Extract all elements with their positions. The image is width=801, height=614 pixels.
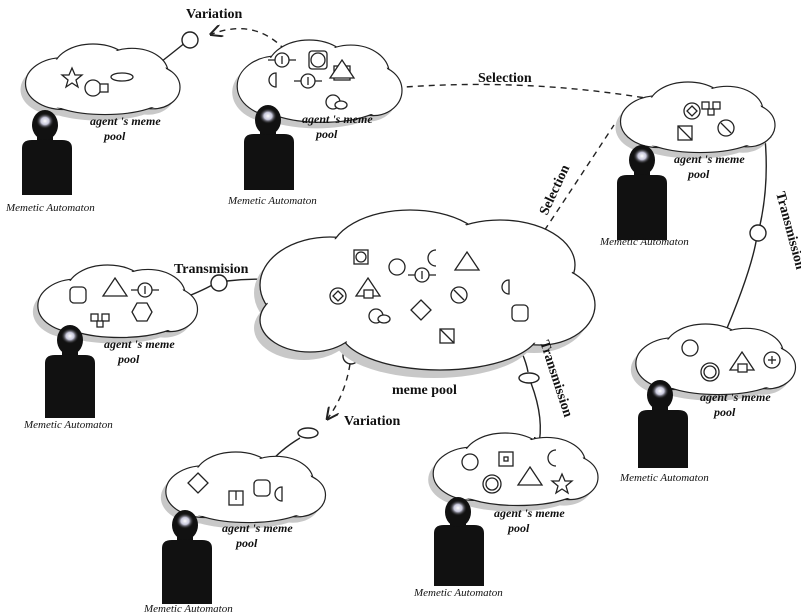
meme-square-slash-icon [677, 125, 693, 141]
meme-shapes [60, 50, 781, 506]
meme-small-squares-icon [701, 101, 721, 116]
transmission-left-node [210, 274, 228, 292]
memetic-automaton-label: Memetic Automaton [23, 419, 113, 431]
meme-triangle-square-icon [354, 276, 382, 299]
meme-double-circle-icon [482, 474, 502, 494]
meme-triangle-icon [453, 250, 481, 271]
memetic-automaton-right-top-icon [617, 145, 667, 240]
meme-triangle-icon [101, 276, 129, 297]
memetic-automaton-bottom-left-icon [162, 510, 212, 604]
meme-circle-icon [461, 453, 479, 471]
label-selection-top: Selection [478, 71, 532, 86]
memetic-automaton-label: Memetic Automaton [413, 587, 503, 599]
transmission-right-solid [721, 235, 758, 341]
meme-rounded-square-icon [511, 304, 529, 322]
agent-cloud-top-left [20, 43, 181, 121]
variation-top-dashed [212, 29, 286, 51]
meme-small-squares-icon [90, 313, 110, 328]
meme-square-circle-icon [353, 249, 369, 265]
meme-circle-plus-icon [763, 351, 781, 369]
memetic-automatons [22, 105, 688, 604]
meme-diamond-icon [410, 299, 432, 321]
memetic-automaton-label: Memetic Automaton [599, 236, 689, 248]
meme-square-dot-icon [498, 451, 514, 467]
memetic-automaton-label: Memetic Automaton [5, 202, 95, 214]
agent-clouds [20, 39, 797, 529]
label-variation-bottom: Variation [344, 414, 400, 429]
meme-double-circle-icon [700, 362, 720, 382]
meme-circle-diamond-icon [683, 102, 701, 120]
meme-circle-icon [84, 79, 102, 97]
memetic-automaton-top-center-icon [244, 105, 294, 190]
meme-circle-bar-icon [294, 73, 322, 89]
meme-star-icon [60, 66, 84, 89]
transmission-bottom-node [518, 372, 540, 384]
meme-rounded-square-icon [253, 479, 271, 497]
memetic-automaton-label: Memetic Automaton [619, 472, 709, 484]
meme-square-bar-icon [228, 490, 244, 506]
meme-half-circle-icon [274, 486, 283, 502]
meme-triangle-icon [516, 465, 544, 486]
meme-circle-icon [388, 258, 406, 276]
memetic-automaton-label: Memetic Automaton [143, 603, 233, 614]
meme-circle-ellipse-icon [368, 308, 391, 324]
label-transmission-bottom: Transmission [536, 339, 575, 420]
memetic-automaton-label: Memetic Automaton [227, 195, 317, 207]
agent-cloud-left-middle [32, 264, 199, 344]
memetic-automaton-left-middle-icon [45, 325, 95, 418]
meme-square-triangle-icon [328, 58, 356, 81]
meme-small-square-icon [99, 83, 109, 93]
label-central-pool: meme pool [392, 383, 457, 398]
variation-bottom-ellipse [297, 427, 319, 439]
meme-circle-bar-icon [268, 52, 296, 68]
meme-circle-bar-icon [408, 267, 436, 283]
meme-moon-icon [547, 449, 557, 467]
variation-top-node [181, 31, 199, 49]
meme-diamond-icon [187, 472, 209, 494]
memetic-automaton-bottom-center-icon [434, 497, 484, 586]
meme-circle-slash-icon [450, 286, 468, 304]
meme-circle-bar-icon [131, 282, 159, 298]
label-selection-diagonal: Selection [537, 163, 573, 218]
meme-ellipse-icon [110, 72, 134, 82]
meme-square-slash-icon [439, 328, 455, 344]
meme-half-circle-icon [268, 72, 277, 88]
variation-bottom-dashed [328, 363, 351, 418]
label-transmission-left: Transmision [174, 262, 249, 277]
label-variation-top: Variation [186, 7, 242, 22]
label-transmission-right: Transmission [772, 190, 801, 271]
meme-triangle-square-icon [728, 350, 756, 373]
transmission-right-node [749, 224, 767, 242]
meme-circle-icon [681, 339, 699, 357]
meme-circle-slash-icon [717, 119, 735, 137]
meme-circle-diamond-icon [329, 287, 347, 305]
memetic-automaton-right-bottom-icon [638, 380, 688, 468]
meme-circle-ellipse-icon [325, 94, 348, 110]
memetic-automaton-top-left-icon [22, 110, 72, 195]
meme-rounded-square-icon [69, 286, 87, 304]
agent-cloud-right-top [615, 81, 776, 159]
meme-rounded-square-circle-icon [308, 50, 328, 70]
meme-half-circle-icon [501, 279, 510, 295]
meme-hexagon-icon [131, 302, 153, 322]
meme-star-icon [550, 472, 574, 495]
meme-moon-icon [427, 249, 437, 267]
